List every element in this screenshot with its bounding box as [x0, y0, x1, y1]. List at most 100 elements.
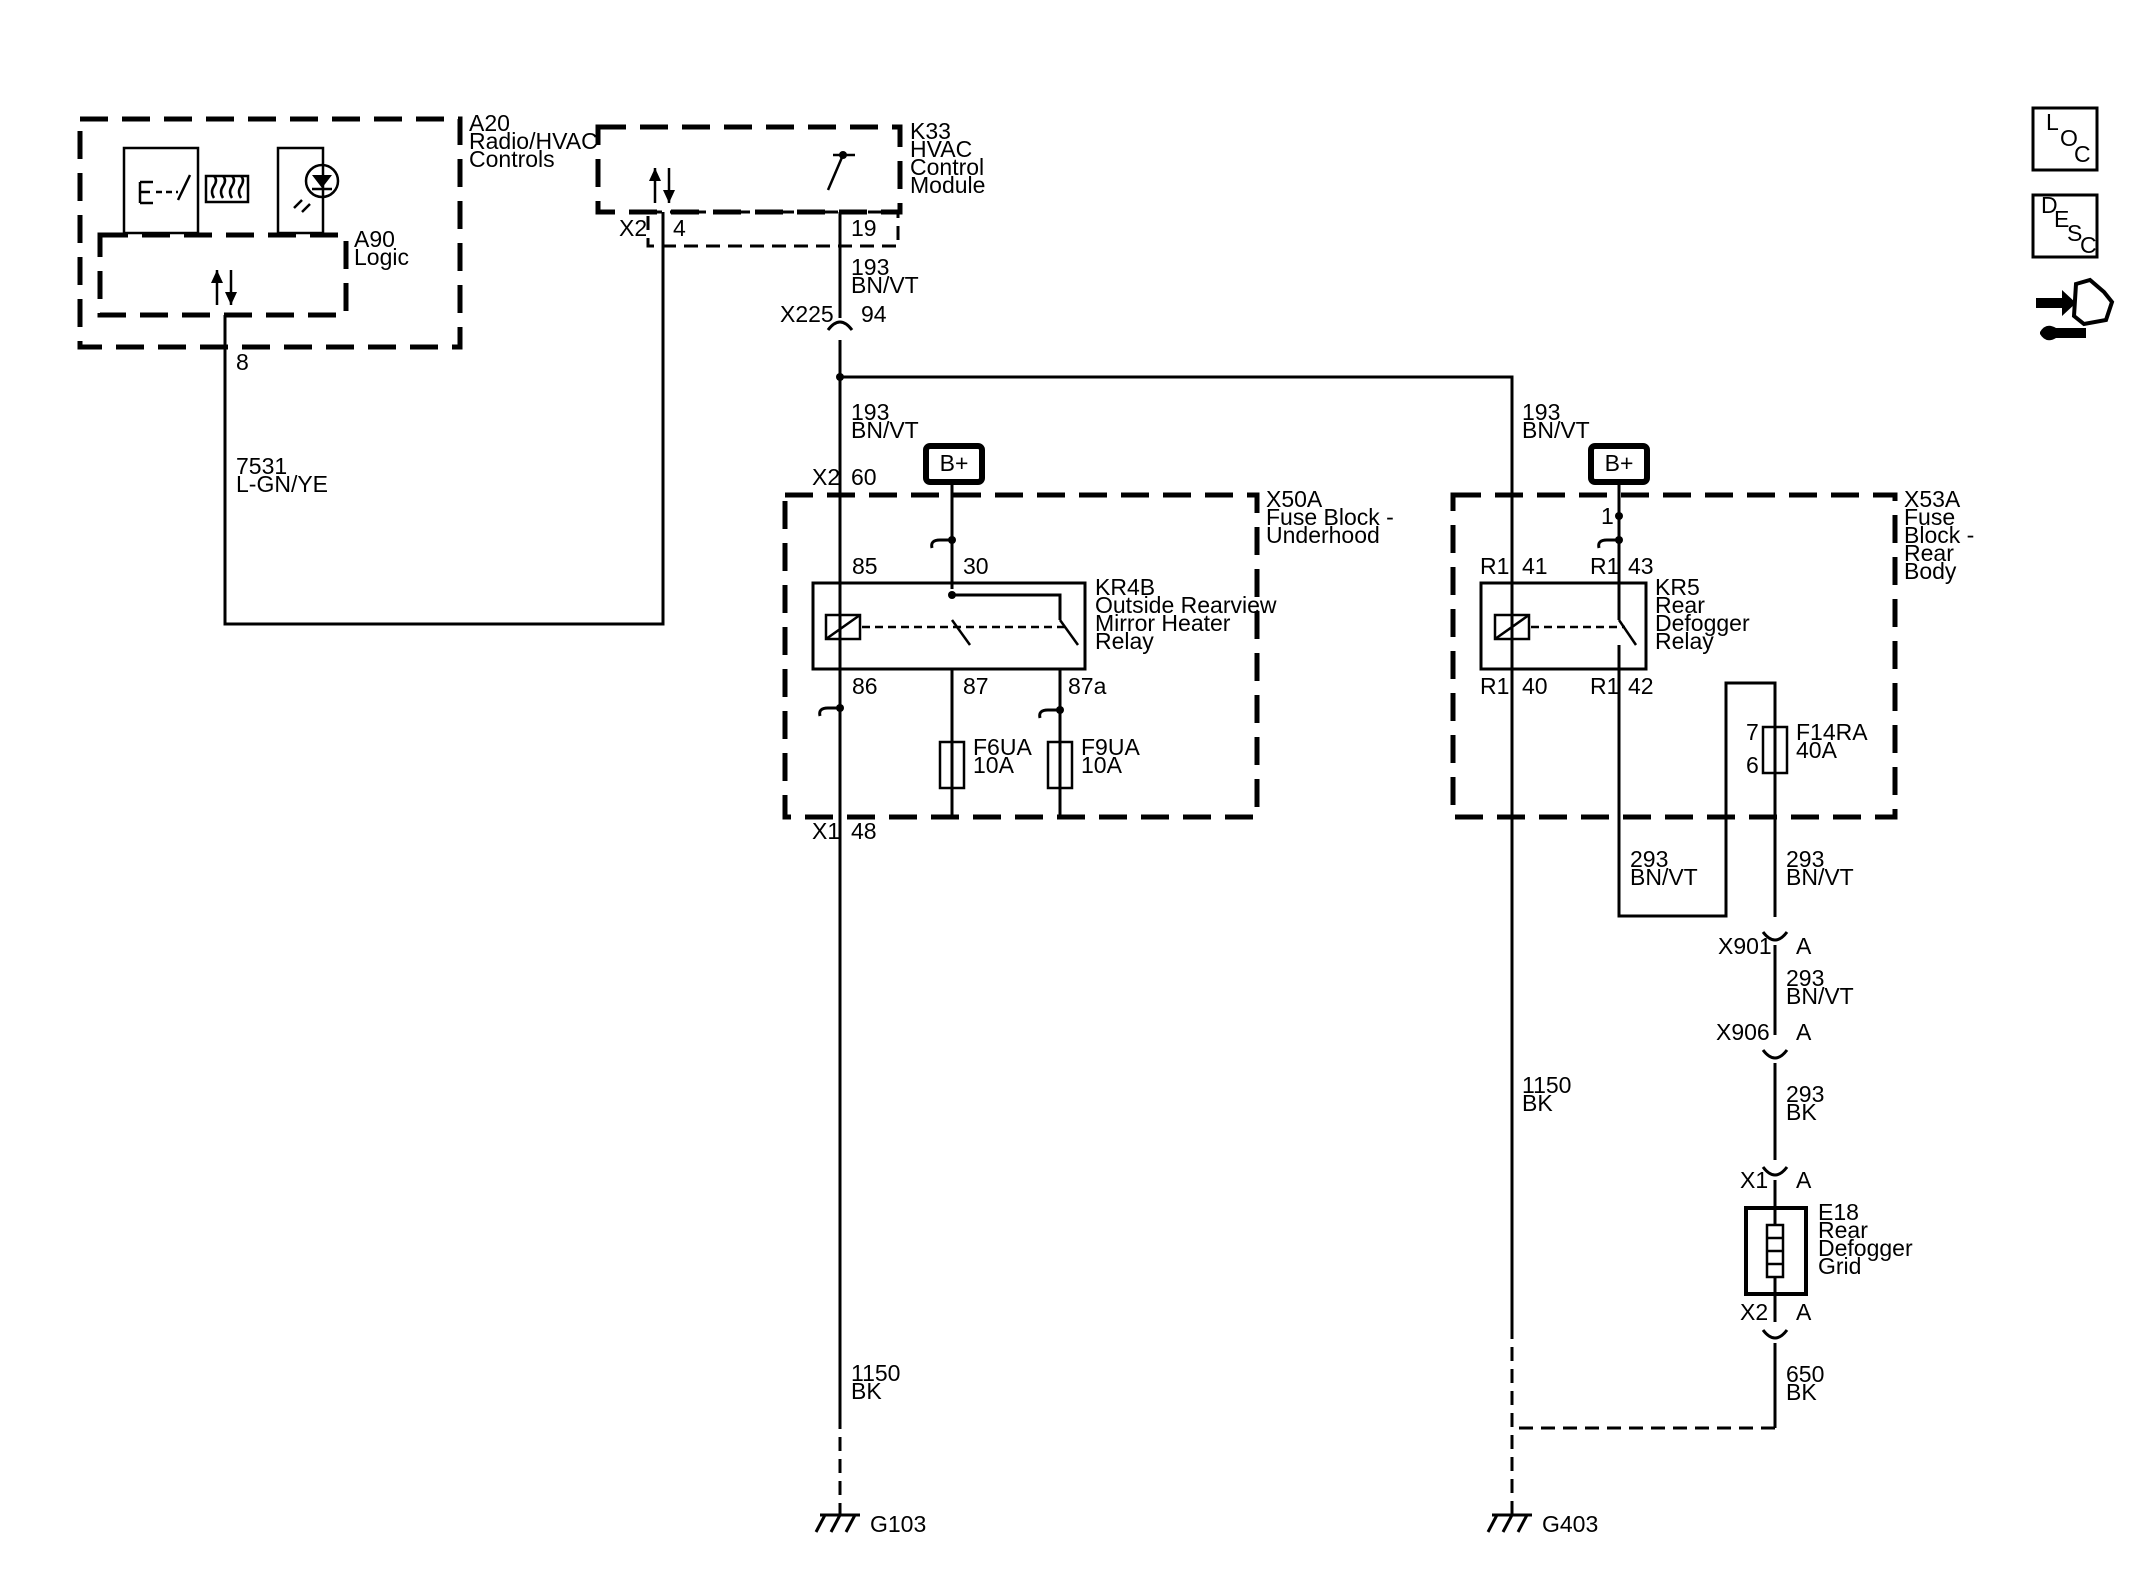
- pin-8-label: 8: [236, 349, 249, 375]
- x50a-splice-86-icon: [818, 706, 840, 717]
- pin-48-label: 48: [851, 818, 877, 844]
- circuit-293-c-color: BK: [1786, 1099, 1817, 1125]
- pin-42-label: 42: [1628, 673, 1654, 699]
- kr4b-switch-87-icon: [950, 619, 972, 646]
- circuit-650-number: 650: [1786, 1361, 1824, 1387]
- f9ua-rating: 10A: [1081, 752, 1123, 778]
- kr5-r1-label-41: R1: [1480, 553, 1509, 579]
- kr4b-line3: Relay: [1095, 628, 1154, 654]
- e18-line1: Rear: [1818, 1217, 1868, 1243]
- circuit-293-b-number: 293: [1786, 965, 1824, 991]
- kr5-id: KR5: [1655, 574, 1700, 600]
- circuit-293-c-number: 293: [1786, 1081, 1824, 1107]
- x901-label: X901: [1718, 933, 1772, 959]
- x53a-fuse-block-rear-body: X53A Fuse Block - Rear Body B+ 1 R1 41 R…: [1450, 443, 1974, 918]
- circuit-193-branch1-number: 193: [851, 399, 889, 425]
- b-plus-source-1: B+: [923, 443, 985, 485]
- loc-button[interactable]: L O C: [2031, 106, 2099, 172]
- k33-line1: HVAC: [910, 136, 972, 162]
- kr5-r1-label-42: R1: [1590, 673, 1619, 699]
- kr5-line1: Rear: [1655, 592, 1705, 618]
- pin-4-label: 4: [673, 215, 686, 241]
- circuit-7531: 8 7531 L-GN/YE X2 4: [223, 212, 686, 626]
- circuit-650-color: BK: [1786, 1379, 1817, 1405]
- f14ra-id: F14RA: [1796, 719, 1868, 745]
- x50a-x1-label: X1: [812, 818, 840, 844]
- pin-41-label: 41: [1522, 553, 1548, 579]
- kr5-line3: Relay: [1655, 628, 1714, 654]
- ground-g403: G403: [1486, 1511, 1598, 1537]
- e18-x2-label: X2: [1740, 1299, 1768, 1325]
- k33-line2: Control: [910, 154, 984, 180]
- k33-hvac-control-module: K33 HVAC Control Module: [595, 118, 985, 248]
- x53a-line4: Body: [1904, 558, 1957, 584]
- a20-radio-hvac-controls: A20 Radio/HVAC Controls A90 Logic: [77, 110, 598, 350]
- pin-60-label: 60: [851, 464, 877, 490]
- f14ra-fuse-icon: [1761, 725, 1789, 775]
- desc-letter-e: E: [2054, 206, 2069, 232]
- kr4b-coil-icon: [824, 613, 862, 641]
- x906-label: X906: [1716, 1019, 1770, 1045]
- circuit-1150-right-number: 1150: [1522, 1072, 1571, 1098]
- b-plus-label-1: B+: [940, 450, 969, 476]
- x901-pin-a: A: [1796, 933, 1812, 959]
- x53a-line3: Rear: [1904, 540, 1954, 566]
- k33-data-arrows-icon: [649, 168, 675, 203]
- x53a-line2: Block -: [1904, 522, 1974, 548]
- x50a-id: X50A: [1266, 486, 1323, 512]
- ground-g103: G103: [814, 1511, 926, 1537]
- repair-info-icon[interactable]: [2036, 277, 2115, 341]
- pin-6-label: 6: [1746, 752, 1759, 778]
- a20-line1: Radio/HVAC: [469, 128, 598, 154]
- desc-letter-s: S: [2067, 220, 2082, 246]
- pin-87a-label: 87a: [1068, 673, 1107, 699]
- b-plus-source-2: B+: [1588, 443, 1650, 485]
- x901-connector-icon: [1761, 931, 1789, 942]
- circuit-1150-left-number: 1150: [851, 1360, 900, 1386]
- circuit-293-loop-number: 293: [1630, 846, 1668, 872]
- circuit-293-b-color: BN/VT: [1786, 983, 1854, 1009]
- rear-defogger-symbol-icon: [204, 174, 250, 204]
- desc-button[interactable]: D E S C: [2031, 192, 2099, 259]
- e18-line2: Defogger: [1818, 1235, 1913, 1261]
- circuit-293-a-color: BN/VT: [1786, 864, 1854, 890]
- kr5-r1-label-40: R1: [1480, 673, 1509, 699]
- x53a-splice-icon: [1597, 538, 1619, 549]
- pin-87-label: 87: [963, 673, 989, 699]
- a90-logic-box: [97, 232, 349, 318]
- kr4b-line1: Outside Rearview: [1095, 592, 1277, 618]
- e18-x1-label: X1: [1740, 1167, 1768, 1193]
- pin-1-label: 1: [1601, 503, 1614, 529]
- k33-x2-label: X2: [619, 215, 647, 241]
- pin-85-label: 85: [852, 553, 878, 579]
- kr5-coil-icon: [1493, 613, 1531, 641]
- a90-data-arrows-icon: [211, 270, 237, 305]
- circuit-293-to-e18: 293 BN/VT X901 A 293 BN/VT X906 A 293 BK…: [1512, 846, 1913, 1430]
- x50a-splice-top-icon: [930, 538, 952, 549]
- e18-line3: Grid: [1818, 1253, 1861, 1279]
- kr5-switch-icon: [1617, 619, 1638, 646]
- kr5-relay-box: [1479, 581, 1648, 671]
- kr4b-switch-87a-icon: [1058, 619, 1080, 646]
- kr5-line2: Defogger: [1655, 610, 1750, 636]
- circuit-7531-number: 7531: [236, 453, 287, 479]
- pin-30-label: 30: [963, 553, 989, 579]
- f6ua-id: F6UA: [973, 734, 1032, 760]
- circuit-193: 19 193 BN/VT X225 94 193 BN/VT 193 BN/VT: [780, 212, 1590, 1515]
- pin-43-label: 43: [1628, 553, 1654, 579]
- desc-letter-d: D: [2041, 192, 2058, 218]
- circuit-193-branch2-color: BN/VT: [1522, 417, 1590, 443]
- kr4b-id: KR4B: [1095, 574, 1155, 600]
- a90-id: A90: [354, 226, 395, 252]
- kr4b-relay-box: [811, 581, 1087, 671]
- x53a-id: X53A: [1904, 486, 1961, 512]
- x2-e18-connector-icon: [1761, 1329, 1789, 1340]
- f6ua-rating: 10A: [973, 752, 1015, 778]
- pin-19-label: 19: [851, 215, 877, 241]
- x50a-splice-87a-icon: [1038, 708, 1060, 719]
- x50a-x2-label: X2: [812, 464, 840, 490]
- loc-letter-l: L: [2046, 109, 2059, 135]
- x53a-line1: Fuse: [1904, 504, 1955, 530]
- circuit-7531-color: L-GN/YE: [236, 471, 328, 497]
